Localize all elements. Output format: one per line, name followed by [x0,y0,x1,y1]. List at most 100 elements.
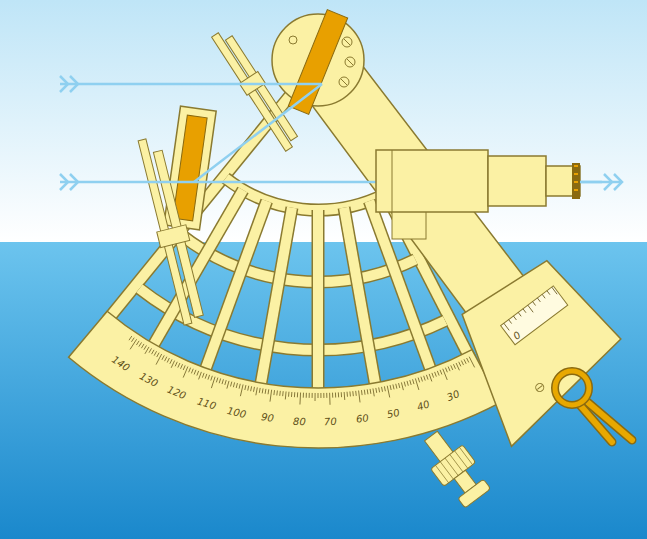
scale-tick [297,392,298,397]
scale-tick [453,364,455,369]
scale-tick [162,355,164,359]
scale-tick [149,348,152,352]
scale-tick [291,392,292,397]
scale-tick [378,387,380,392]
scale-tick [338,392,339,397]
scale-tick [141,344,144,348]
scale-tick [268,389,270,394]
scale-tick [205,374,207,379]
scale-number: 80 [292,416,305,427]
scale-tick [315,393,316,401]
scale-tick [390,385,391,390]
scale-tick [194,370,196,375]
scale-tick [341,392,342,397]
scale-tick [191,369,193,374]
horizon-shades [134,134,209,326]
vernier-tick [518,312,521,316]
scale-tick [279,391,281,396]
scale-tick [326,393,327,398]
scale-tick [344,392,346,400]
scale-tick [181,364,183,369]
scale-tick [208,375,210,380]
scale-tick [136,341,139,345]
scale-tick [387,386,389,398]
micrometer-drum [415,424,494,510]
scale-tick [189,368,191,373]
scale-tick [240,384,243,396]
vernier-tick [552,287,557,294]
scale-tick [145,347,149,354]
scale-tick [211,376,213,381]
telescope [376,150,602,239]
scale-tick [129,336,132,340]
scale-tick [282,391,284,396]
scale-tick [265,389,267,394]
scale-tick [407,381,408,386]
scale-tick [448,367,450,372]
vernier-tick [537,298,540,302]
scale-tick [156,354,162,365]
scale-tick [303,393,304,398]
scale-tick [312,393,313,398]
frame-spoke [344,208,375,385]
frame-spoke [205,201,267,370]
scale-tick [239,384,240,389]
scale-tick [276,391,278,396]
scale-tick [349,391,350,396]
scale-tick [248,386,249,391]
scale-tick [216,378,218,383]
scale-tick [467,358,469,362]
scale-tick [384,386,386,391]
scale-tick [152,350,154,354]
scale-tick [421,377,423,382]
vernier-tick [513,316,516,320]
scale-tick [364,390,366,395]
scale-tick [245,385,246,390]
vernier-tick [542,294,545,298]
scale-tick [469,357,474,368]
scale-tick [170,359,172,363]
scale-tick [262,388,264,393]
scale-tick [393,384,394,389]
vernier-tick [533,302,536,306]
scale-tick [259,388,261,393]
scale-tick [323,393,324,398]
scale-tick [370,389,372,394]
vernier-tick [509,320,512,324]
scale-tick [437,371,439,376]
frame-spoke [261,208,292,385]
scale-tick [361,390,363,395]
scale-tick [139,342,142,346]
scale-tick [435,372,437,377]
scale-tick [309,393,310,398]
scale-tick [329,393,330,405]
scale-tick [219,378,220,383]
scale-tick [320,393,321,398]
scale-tick [165,357,167,361]
vernier-tick [523,309,526,313]
scale-tick [367,389,369,394]
scale-tick [222,379,223,384]
scale-tick [250,386,252,391]
scale-tick [318,393,319,398]
scale-tick [415,378,419,389]
scale-tick [335,393,336,398]
scale-tick [418,378,420,383]
arc-scale [69,311,501,448]
scale-tick [347,392,348,397]
scale-tick [401,382,403,390]
scale-tick [225,380,226,385]
magnifier [555,371,632,442]
scale-tick [256,387,257,395]
scale-tick [432,373,434,378]
scale-tick [410,380,411,385]
scale-tick [273,390,275,395]
frame-spoke [261,208,292,385]
scale-tick [285,391,287,399]
scale-number: 60 [355,414,369,425]
scale-tick [144,345,147,349]
scale-tick [270,390,272,402]
scale-tick [130,339,137,349]
